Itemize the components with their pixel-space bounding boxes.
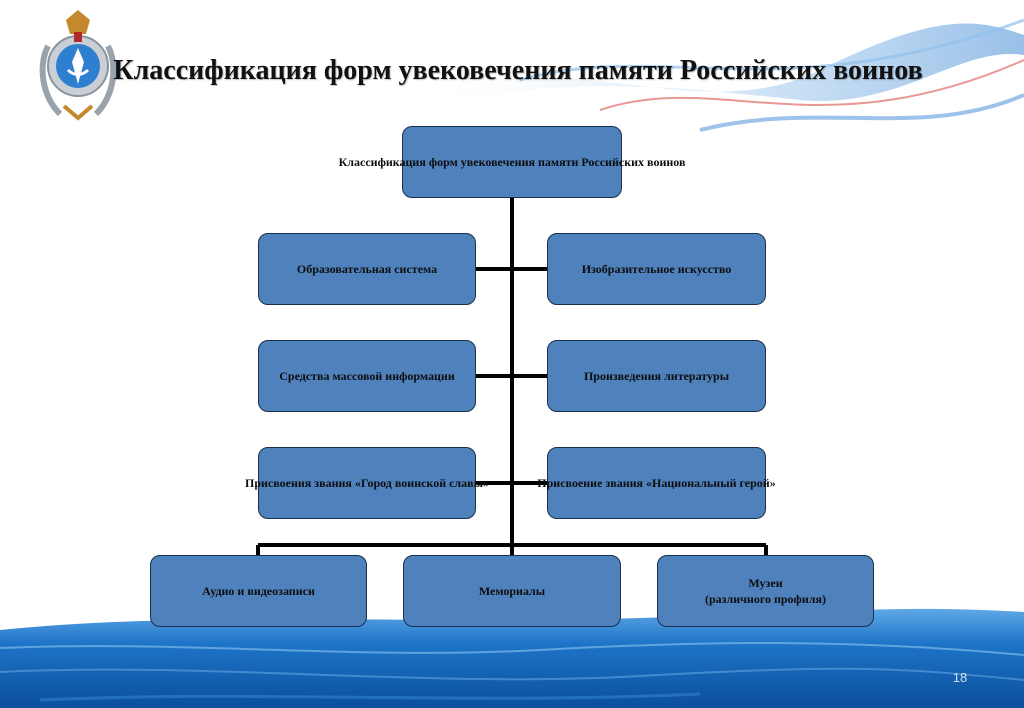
diagram-node-label: Присвоения звания «Город воинской славы» bbox=[244, 476, 490, 490]
slide-title: Классификация форм увековечения памяти Р… bbox=[113, 55, 923, 86]
diagram-node-left-2: Средства массовой информации bbox=[258, 340, 476, 412]
diagram-node-right-3: Присвоение звания «Национальный герой» bbox=[537, 447, 776, 519]
diagram-node-bottom-1: Аудио и видеозаписи bbox=[150, 555, 367, 627]
diagram-node-label: Присвоение звания «Национальный герой» bbox=[537, 476, 776, 490]
diagram-node-label: Мемориалы bbox=[478, 584, 546, 598]
diagram-node-bottom-3: Музеи (различного профиля) bbox=[657, 555, 874, 627]
diagram-node-left-1: Образовательная система bbox=[258, 233, 476, 305]
diagram-node-label: Средства массовой информации bbox=[279, 369, 455, 383]
diagram-node-root: Классификация форм увековечения памяти Р… bbox=[339, 126, 685, 198]
diagram-node-label: Изобразительное искусство bbox=[581, 262, 732, 276]
diagram-node-right-2: Произведения литературы bbox=[547, 340, 766, 412]
diagram-node-right-1: Изобразительное искусство bbox=[547, 233, 766, 305]
page-number: 18 bbox=[952, 670, 968, 685]
diagram-node-label: Аудио и видеозаписи bbox=[202, 584, 315, 598]
diagram-node-label: Образовательная система bbox=[296, 262, 438, 276]
diagram-node-bottom-2: Мемориалы bbox=[403, 555, 621, 627]
diagram-node-left-3: Присвоения звания «Город воинской славы» bbox=[245, 447, 489, 519]
military-emblem-icon bbox=[39, 10, 117, 121]
diagram-node-label: Произведения литературы bbox=[583, 369, 730, 383]
diagram-node-label: Классификация форм увековечения памяти Р… bbox=[338, 155, 686, 169]
diagram-node-label: Музеи (различного профиля) bbox=[705, 576, 826, 606]
